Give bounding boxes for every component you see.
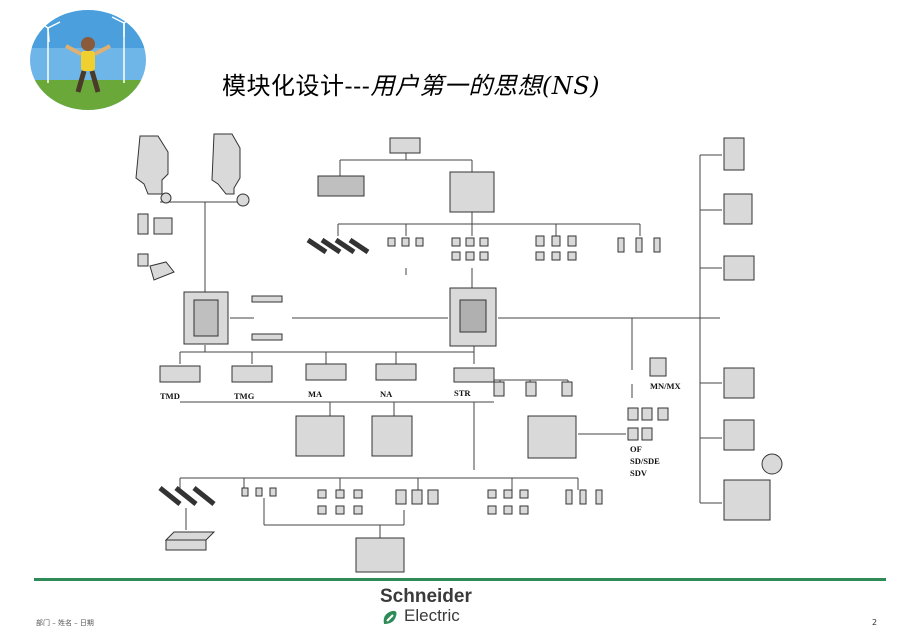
label-sdsde: SD/SDE <box>630 456 660 466</box>
brand-name-top: Schneider <box>380 586 472 607</box>
label-sdv: SDV <box>630 468 648 478</box>
brand-name-bottom: Electric <box>404 606 460 625</box>
label-mnmx: MN/MX <box>650 381 682 391</box>
page-title: 模块化设计---用户第一的思想(NS) <box>222 72 600 100</box>
label-tmd: TMD <box>160 391 180 401</box>
footer-divider <box>34 578 886 581</box>
footer-info: 部门 – 姓名 – 日期 <box>36 619 94 627</box>
logo-image <box>30 10 146 110</box>
label-str: STR <box>454 388 471 398</box>
label-na: NA <box>380 389 393 399</box>
page-number: 2 <box>872 618 878 627</box>
label-of: OF <box>630 444 642 454</box>
label-tmg: TMG <box>234 391 255 401</box>
label-ma: MA <box>308 389 323 399</box>
schneider-electric-logo: Schneider Electric <box>380 586 472 626</box>
brand-leaf-icon <box>383 610 397 624</box>
